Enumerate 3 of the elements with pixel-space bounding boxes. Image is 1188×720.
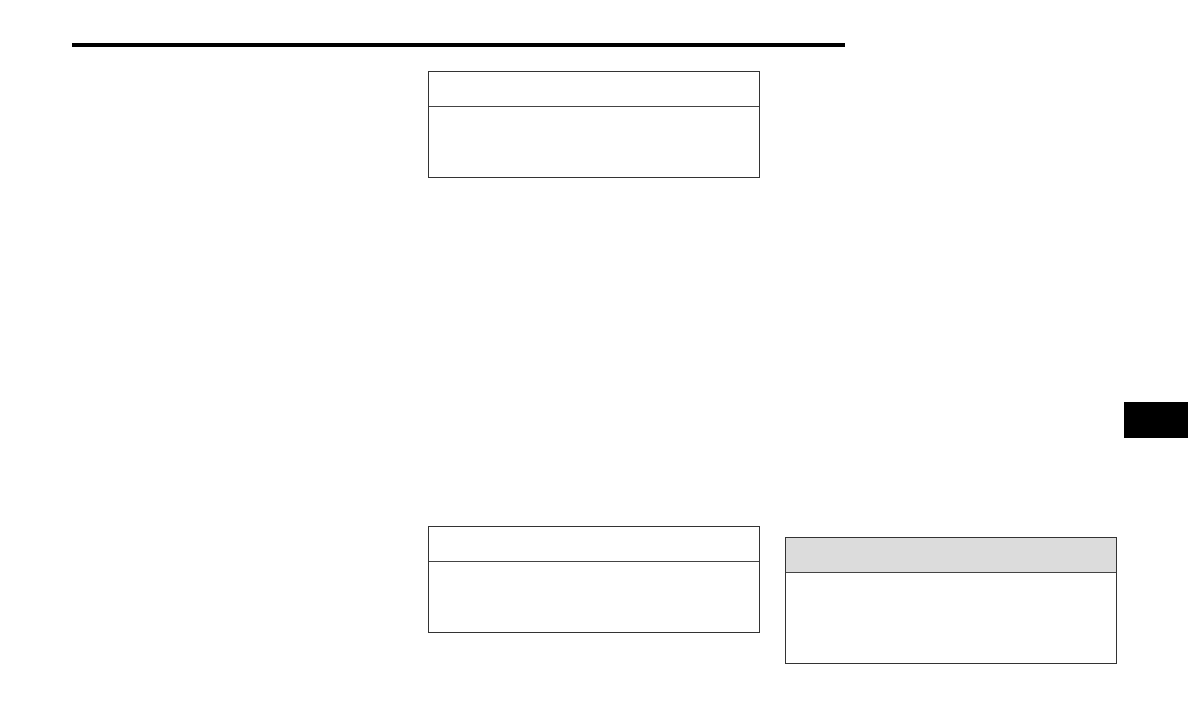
table-frame <box>428 526 760 633</box>
table-frame <box>785 537 1117 664</box>
table-frame <box>428 71 760 178</box>
